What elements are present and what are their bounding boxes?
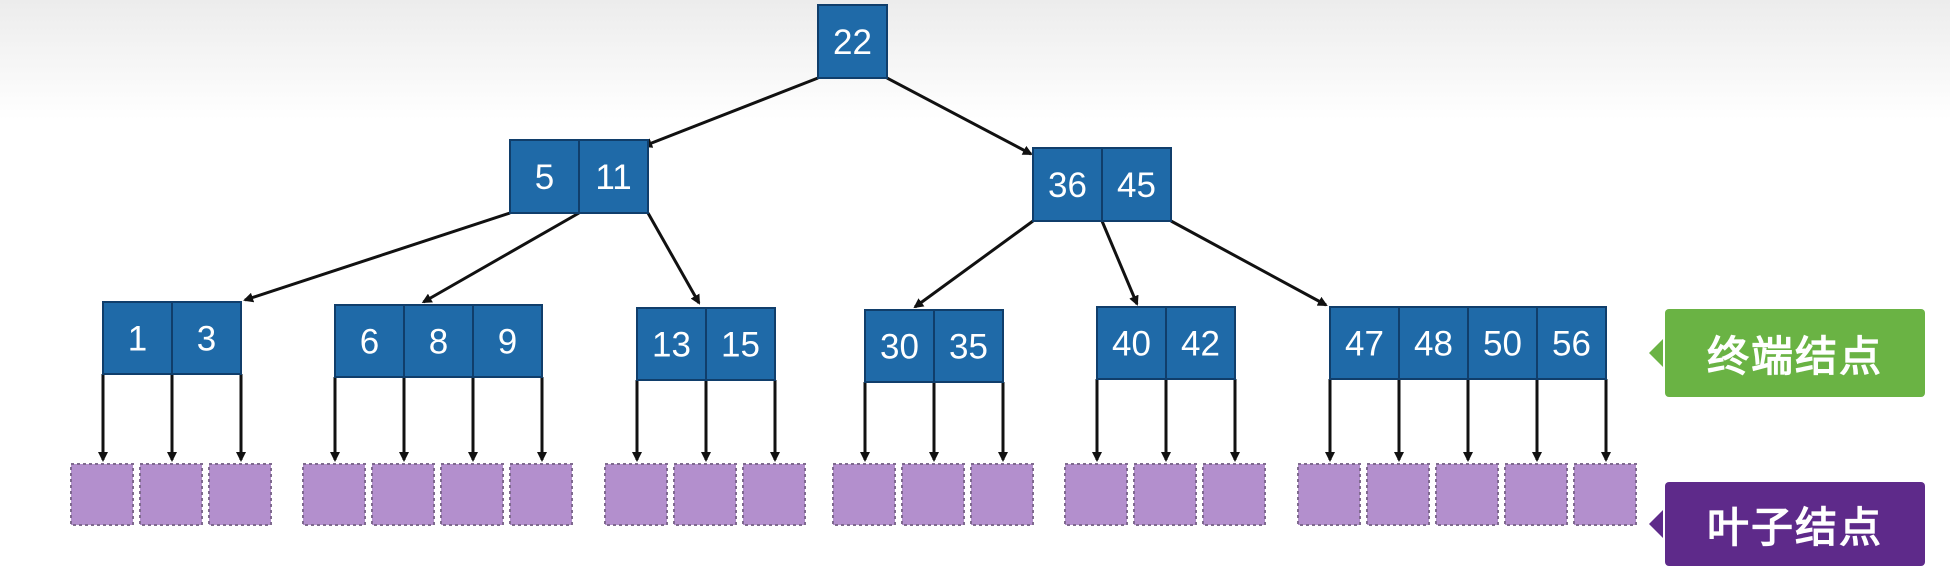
leaf-node bbox=[673, 463, 737, 526]
edge-arrow bbox=[1100, 220, 1139, 306]
edge-arrow bbox=[1170, 219, 1328, 307]
leaf-node bbox=[208, 463, 272, 526]
internal-node: 36 45 bbox=[1032, 147, 1172, 222]
key-cell bbox=[1536, 306, 1607, 380]
key-cell bbox=[705, 307, 776, 381]
node-key: 9 bbox=[498, 323, 517, 362]
edge-arrow bbox=[642, 76, 819, 148]
edge-arrow bbox=[646, 212, 701, 305]
label-pointer bbox=[1649, 339, 1663, 367]
leaf-node bbox=[440, 463, 504, 526]
key-cell bbox=[1101, 147, 1172, 222]
leaf-node bbox=[1435, 463, 1499, 526]
leaf-node bbox=[742, 463, 806, 526]
node-key: 47 bbox=[1345, 325, 1384, 364]
leaf-node bbox=[509, 463, 573, 526]
leaf-node bbox=[901, 463, 965, 526]
terminal-node: 40 42 bbox=[1096, 306, 1236, 380]
terminal-node: 13 15 bbox=[636, 307, 776, 381]
edge-arrow bbox=[886, 76, 1033, 156]
node-key: 35 bbox=[949, 328, 988, 367]
node-key: 15 bbox=[721, 326, 760, 365]
key-cell bbox=[102, 301, 173, 375]
leaf-node bbox=[1573, 463, 1637, 526]
node-key: 8 bbox=[429, 323, 448, 362]
key-cell bbox=[171, 301, 242, 375]
node-key: 11 bbox=[595, 158, 631, 197]
key-cell bbox=[933, 309, 1004, 383]
label-pointer bbox=[1649, 510, 1663, 538]
leaf-node bbox=[1133, 463, 1197, 526]
key-cell bbox=[1096, 306, 1167, 380]
key-cell bbox=[578, 139, 649, 214]
node-key: 1 bbox=[128, 320, 147, 359]
leaf-node bbox=[832, 463, 896, 526]
key-cell bbox=[817, 4, 888, 79]
root-node: 22 bbox=[817, 4, 888, 79]
node-key: 50 bbox=[1483, 325, 1522, 364]
key-cell bbox=[636, 307, 707, 381]
leaf-node bbox=[1504, 463, 1568, 526]
terminal-node-label-text: 终端结点 bbox=[1706, 331, 1883, 381]
key-cell bbox=[472, 304, 543, 378]
leaf-node-label-text: 叶子结点 bbox=[1706, 502, 1883, 552]
node-key: 40 bbox=[1112, 325, 1151, 364]
leaf-node bbox=[1297, 463, 1361, 526]
leaf-node bbox=[604, 463, 668, 526]
node-key: 36 bbox=[1048, 166, 1087, 205]
node-key: 45 bbox=[1117, 166, 1156, 205]
leaf-node-label: 叶子结点 bbox=[1649, 482, 1925, 566]
leaf-node bbox=[70, 463, 134, 526]
node-key: 5 bbox=[535, 158, 554, 197]
leaf-node bbox=[1366, 463, 1430, 526]
leaf-node bbox=[1064, 463, 1128, 526]
edge-arrow bbox=[913, 219, 1034, 309]
node-key: 22 bbox=[833, 23, 872, 62]
node-key: 6 bbox=[360, 323, 379, 362]
terminal-node: 47 48 50 56 bbox=[1329, 306, 1607, 380]
key-cell bbox=[334, 304, 405, 378]
node-key: 48 bbox=[1414, 325, 1453, 364]
internal-node: 5 11 bbox=[509, 139, 649, 214]
terminal-node: 30 35 bbox=[864, 309, 1004, 383]
leaf-node bbox=[302, 463, 366, 526]
key-cell bbox=[864, 309, 935, 383]
node-key: 56 bbox=[1552, 325, 1591, 364]
node-key: 42 bbox=[1181, 325, 1220, 364]
node-key: 30 bbox=[880, 328, 919, 367]
terminal-node: 6 8 9 bbox=[334, 304, 543, 378]
terminal-node-label: 终端结点 bbox=[1649, 309, 1925, 397]
leaf-node bbox=[970, 463, 1034, 526]
edge-arrow bbox=[421, 211, 580, 304]
leaf-node bbox=[371, 463, 435, 526]
key-cell bbox=[403, 304, 474, 378]
leaf-node bbox=[1202, 463, 1266, 526]
key-cell bbox=[1165, 306, 1236, 380]
edge-arrow bbox=[243, 211, 511, 303]
leaf-node bbox=[139, 463, 203, 526]
key-cell bbox=[1032, 147, 1103, 222]
key-cell bbox=[1329, 306, 1400, 380]
node-key: 13 bbox=[652, 326, 691, 365]
node-key: 3 bbox=[197, 320, 216, 359]
key-cell bbox=[1467, 306, 1538, 380]
